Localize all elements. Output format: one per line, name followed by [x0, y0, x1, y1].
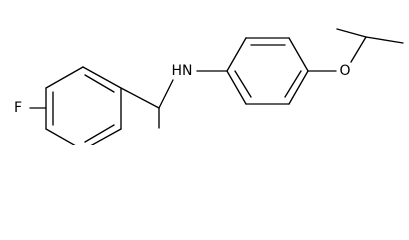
ring2-bond-3 — [288, 37, 309, 72]
ring1-bond-4 — [45, 128, 76, 145]
ring1-bond-6 — [45, 66, 84, 89]
fluorophenyl-ring — [45, 66, 122, 145]
ring1-bond-1 — [82, 66, 122, 89]
ring1-to-chiral-carbon-bond — [120, 87, 160, 109]
chemical-structure-drawing: F HN O — [14, 28, 404, 145]
ring1-inner-bond-2 — [84, 124, 115, 143]
ring2-bond-6 — [226, 70, 247, 105]
ring2-bond-4 — [288, 70, 309, 105]
isopropyl-methyl-left-bond — [336, 28, 367, 38]
amine-label: HN — [172, 63, 193, 79]
oxygen-label: O — [339, 63, 350, 79]
isopropyl-methyl-right-bond — [365, 36, 404, 44]
ring2-bond-1 — [226, 37, 247, 72]
ring2-inner-bond-2 — [284, 70, 302, 98]
oxygen-to-isopropyl-bond — [350, 36, 367, 63]
ring1-bond-3 — [90, 128, 122, 145]
fluorine-label: F — [14, 100, 22, 116]
ring2-inner-bond-3 — [234, 70, 252, 98]
chiral-carbon-to-amine-bond — [158, 79, 174, 109]
ring1-inner-bond-1 — [84, 74, 115, 93]
isopropoxyphenyl-ring — [226, 37, 309, 105]
